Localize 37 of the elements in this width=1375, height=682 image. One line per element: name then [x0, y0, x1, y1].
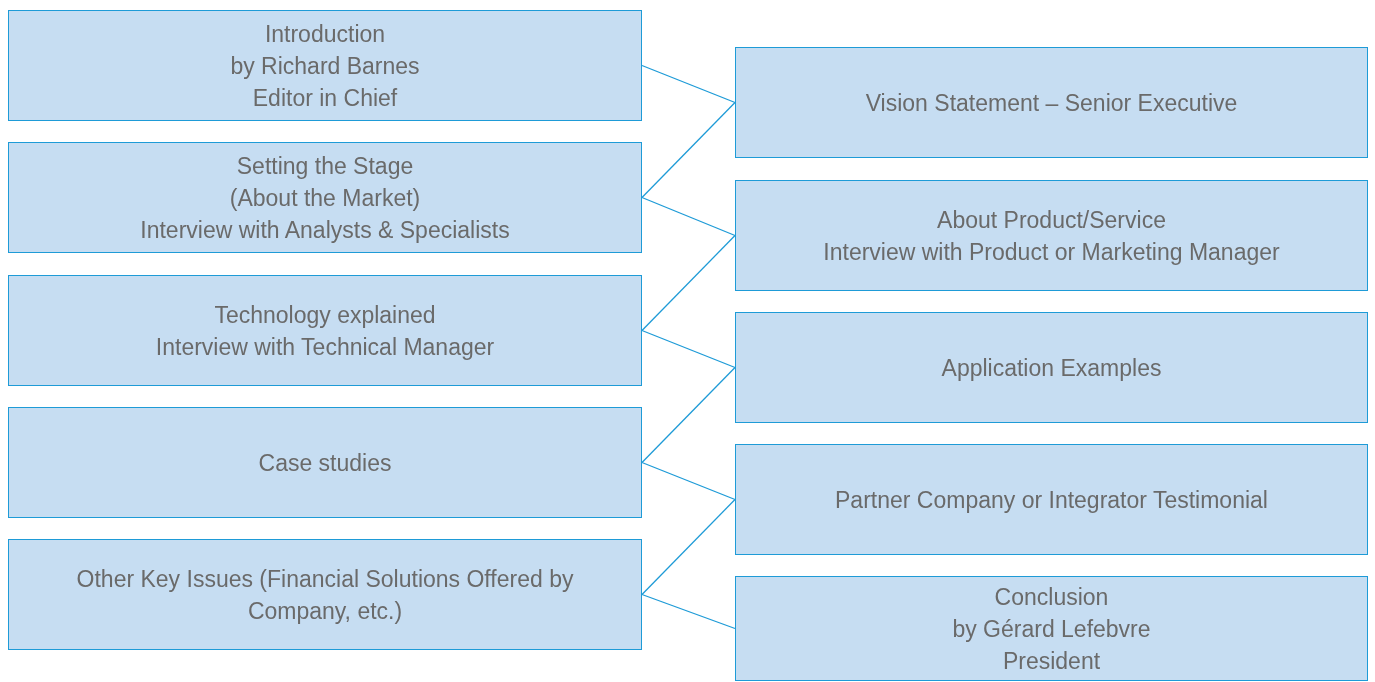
box-text: Setting the Stage — [236, 151, 414, 181]
topic-box — [735, 312, 1368, 423]
connector-line — [641, 329, 736, 369]
topic-box — [8, 275, 642, 386]
connector-line — [641, 101, 736, 199]
connector-line — [641, 64, 736, 104]
box-text: Introduction — [264, 19, 386, 49]
topic-box — [735, 47, 1368, 158]
box-text: About Product/Service — [937, 205, 1166, 235]
topic-box — [8, 539, 642, 650]
box-text: Interview with Technical Manager — [155, 332, 495, 362]
topic-box — [8, 10, 642, 121]
topic-box — [8, 407, 642, 518]
connector-line — [641, 461, 736, 501]
box-text: Other Key Issues (Financial Solutions Offered by Company, etc.) — [75, 564, 575, 626]
box-text: Interview with Product or Marketing Manager — [823, 237, 1280, 267]
box-text: Application Examples — [941, 353, 1162, 383]
box-text: Technology explained — [214, 300, 436, 330]
connector-line — [641, 593, 736, 630]
box-text: President — [1002, 646, 1101, 676]
box-text: Case studies — [258, 448, 392, 478]
box-text: Interview with Analysts & Specialists — [140, 215, 510, 245]
topic-box — [735, 180, 1368, 291]
connector-line — [641, 196, 736, 237]
box-text: Editor in Chief — [252, 83, 398, 113]
box-text: by Richard Barnes — [230, 51, 420, 81]
topic-box — [8, 142, 642, 253]
box-text: by Gérard Lefebvre — [952, 614, 1151, 644]
topic-box — [735, 444, 1368, 555]
box-text: (About the Market) — [229, 183, 421, 213]
box-text: Vision Statement – Senior Executive — [865, 88, 1238, 118]
connector-line — [641, 366, 736, 464]
box-text: Partner Company or Integrator Testimonial — [835, 485, 1268, 515]
topic-box — [735, 576, 1368, 681]
connector-line — [641, 234, 736, 332]
connector-line — [641, 498, 736, 596]
box-text: Conclusion — [994, 582, 1109, 612]
